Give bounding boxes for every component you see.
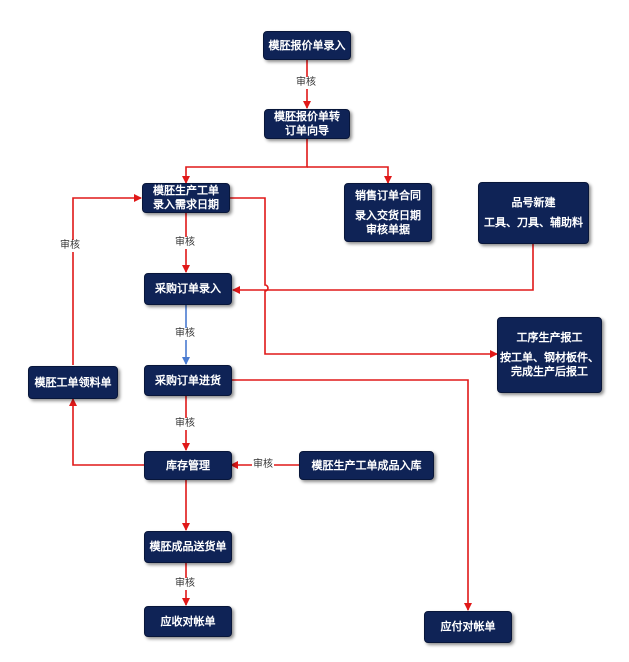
node-sales-contract-line1: 销售订单合同 [355,188,421,202]
review-label-receipt: 审核 [174,418,196,430]
arrow-convert-split [182,139,308,184]
node-inventory: 库存管理 [144,451,232,480]
review-label-purchase: 审核 [174,328,196,340]
node-purchase-receipt: 采购订单进货 [144,365,232,396]
review-label-finished: 审核 [252,459,274,471]
arrow-inventory-to-material [69,398,144,466]
node-item-create-line1: 品号新建 [511,196,556,209]
node-quote-to-order-line2: 订单向导 [285,124,329,137]
node-payable: 应付对帐单 [424,611,512,643]
arrow-production-to-process [230,197,498,358]
node-process-report-line3: 完成生产后报工 [511,365,588,378]
arrow-convert-to-sales [307,166,392,184]
node-material-requisition: 模胚工单领料单 [28,366,118,399]
node-finished-goods-in: 模胚生产工单成品入库 [299,451,434,480]
node-purchase-receipt-label: 采购订单进货 [155,373,221,387]
node-production-order-line1: 模胚生产工单 [153,184,219,197]
node-item-create-line2: 工具、刀具、辅助料 [484,216,583,229]
node-purchase-entry: 采购订单录入 [144,273,232,305]
node-purchase-entry-label: 采购订单录入 [155,282,221,295]
node-item-create: 品号新建 工具、刀具、辅助料 [478,182,589,244]
review-label-production: 审核 [174,237,196,249]
node-production-order: 模胚生产工单 录入需求日期 [142,183,230,213]
node-quote-to-order: 模胚报价单转 订单向导 [264,109,350,139]
review-label-quote: 审核 [295,77,317,89]
node-finished-goods-in-label: 模胚生产工单成品入库 [311,458,422,472]
arrow-receipt-to-payable [230,379,472,611]
node-receivable-label: 应收对帐单 [160,614,216,628]
node-process-report-line1: 工序生产报工 [516,331,583,344]
review-label-material: 审核 [59,240,81,252]
arrow-material-to-production [72,194,142,365]
node-receivable: 应收对帐单 [144,606,232,637]
node-process-report-line2: 按工单、钢材板件、 [500,351,599,364]
node-sales-contract: 销售订单合同 录入交货日期 审核单据 [344,183,432,242]
node-sales-contract-line3: 审核单据 [366,222,410,236]
node-delivery-note-label: 模胚成品送货单 [149,540,227,553]
node-production-order-line2: 录入需求日期 [153,198,219,211]
arrow-item-to-purchase [232,244,534,294]
node-inventory-label: 库存管理 [166,458,210,472]
node-quote-entry-label: 模胚报价单录入 [268,38,346,52]
node-quote-to-order-line1: 模胚报价单转 [274,110,340,123]
node-material-requisition-label: 模胚工单领料单 [34,375,112,389]
node-delivery-note: 模胚成品送货单 [144,531,232,563]
node-process-report: 工序生产报工 按工单、钢材板件、 完成生产后报工 [497,317,602,393]
review-label-delivery: 审核 [174,578,196,590]
node-sales-contract-line2: 录入交货日期 [355,208,421,222]
node-payable-label: 应付对帐单 [440,620,496,633]
node-quote-entry: 模胚报价单录入 [263,31,351,60]
